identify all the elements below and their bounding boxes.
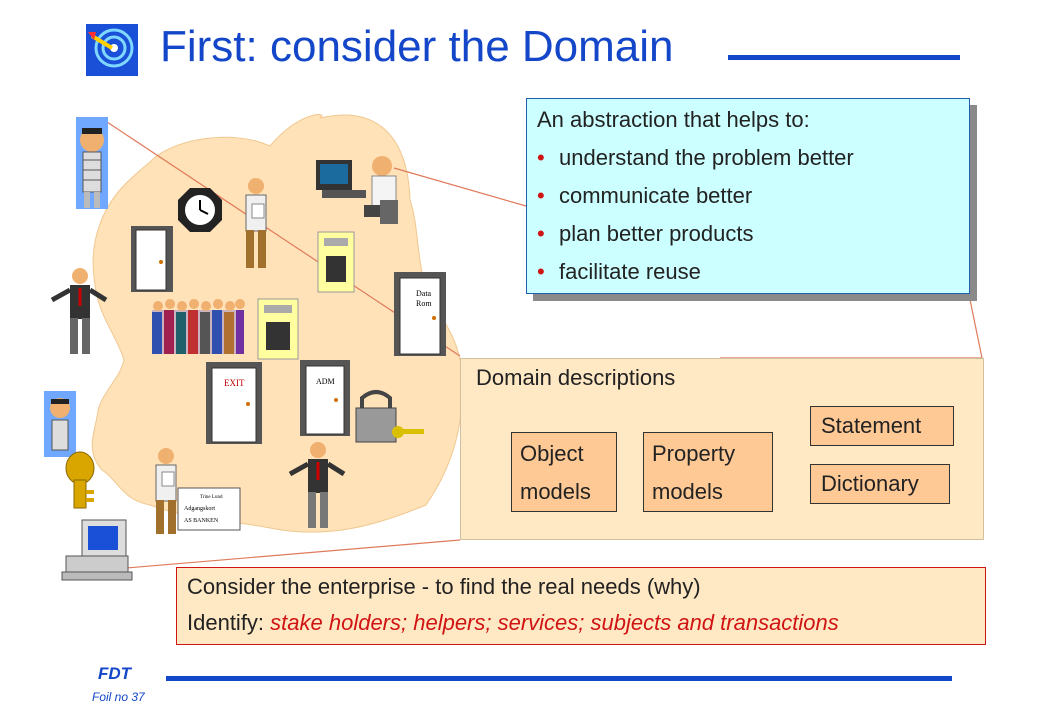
title-rule xyxy=(728,55,960,60)
domain-descriptions-title: Domain descriptions xyxy=(476,365,676,390)
thief-figure-icon xyxy=(76,117,108,209)
exit-door-icon: EXIT xyxy=(206,362,262,444)
dictionary-box: Dictionary xyxy=(810,464,950,504)
enterprise-box: Consider the enterprise - to find the re… xyxy=(176,567,986,645)
man-with-paper-icon xyxy=(155,448,177,534)
bullet-icon: • xyxy=(537,259,545,284)
man-at-computer-icon xyxy=(316,156,398,224)
footer-rule xyxy=(166,676,952,681)
confused-man-icon xyxy=(288,442,346,528)
svg-text:Trine Lund: Trine Lund xyxy=(200,495,223,500)
clock-icon xyxy=(178,188,222,232)
data-room-door-icon: Data Rom xyxy=(394,272,446,356)
footer-org: FDT xyxy=(98,664,132,683)
target-logo-icon xyxy=(86,24,138,76)
connector-line xyxy=(967,289,983,359)
key-icon xyxy=(65,451,95,509)
object-models-box: Object models xyxy=(511,432,617,512)
connector-line xyxy=(393,167,527,207)
identify-line: Identify: stake holders; helpers; servic… xyxy=(187,610,839,635)
access-card-icon: Trine Lund Adgangskort AS BANKEN xyxy=(177,487,241,531)
list-item: •communicate better xyxy=(537,183,753,208)
man-with-paper-icon xyxy=(245,178,267,268)
thief-figure-icon xyxy=(44,391,76,457)
svg-text:Data: Data xyxy=(416,289,432,298)
abstraction-heading: An abstraction that helps to: xyxy=(537,107,810,132)
enterprise-line: Consider the enterprise - to find the re… xyxy=(187,574,701,599)
adm-door-icon: ADM xyxy=(300,360,350,436)
abstraction-bullets: •understand the problem better •communic… xyxy=(537,145,854,297)
confused-man-icon xyxy=(50,268,108,354)
page-title: First: consider the Domain xyxy=(160,22,674,71)
list-item: •plan better products xyxy=(537,221,754,246)
bullet-icon: • xyxy=(537,183,545,208)
list-item: •understand the problem better xyxy=(537,145,854,170)
keypad-icon xyxy=(257,298,299,360)
svg-text:EXIT: EXIT xyxy=(224,378,245,388)
list-item: •facilitate reuse xyxy=(537,259,701,284)
svg-text:ADM: ADM xyxy=(316,377,335,386)
property-models-box: Property models xyxy=(643,432,773,512)
computer-icon xyxy=(61,519,133,581)
padlock-icon xyxy=(355,390,424,443)
svg-text:Rom: Rom xyxy=(416,299,432,308)
bullet-icon: • xyxy=(537,145,545,170)
footer-foil-number: Foil no 37 xyxy=(92,690,145,704)
crowd-of-people-icon xyxy=(152,299,245,354)
connector-line xyxy=(125,539,461,569)
abstraction-box: An abstraction that helps to: •understan… xyxy=(526,98,970,294)
svg-text:AS BANKEN: AS BANKEN xyxy=(184,518,219,524)
door-icon xyxy=(131,226,173,292)
keypad-icon xyxy=(317,231,355,293)
bullet-icon: • xyxy=(537,221,545,246)
svg-text:Adgangskort: Adgangskort xyxy=(184,506,215,512)
statement-box: Statement xyxy=(810,406,954,446)
